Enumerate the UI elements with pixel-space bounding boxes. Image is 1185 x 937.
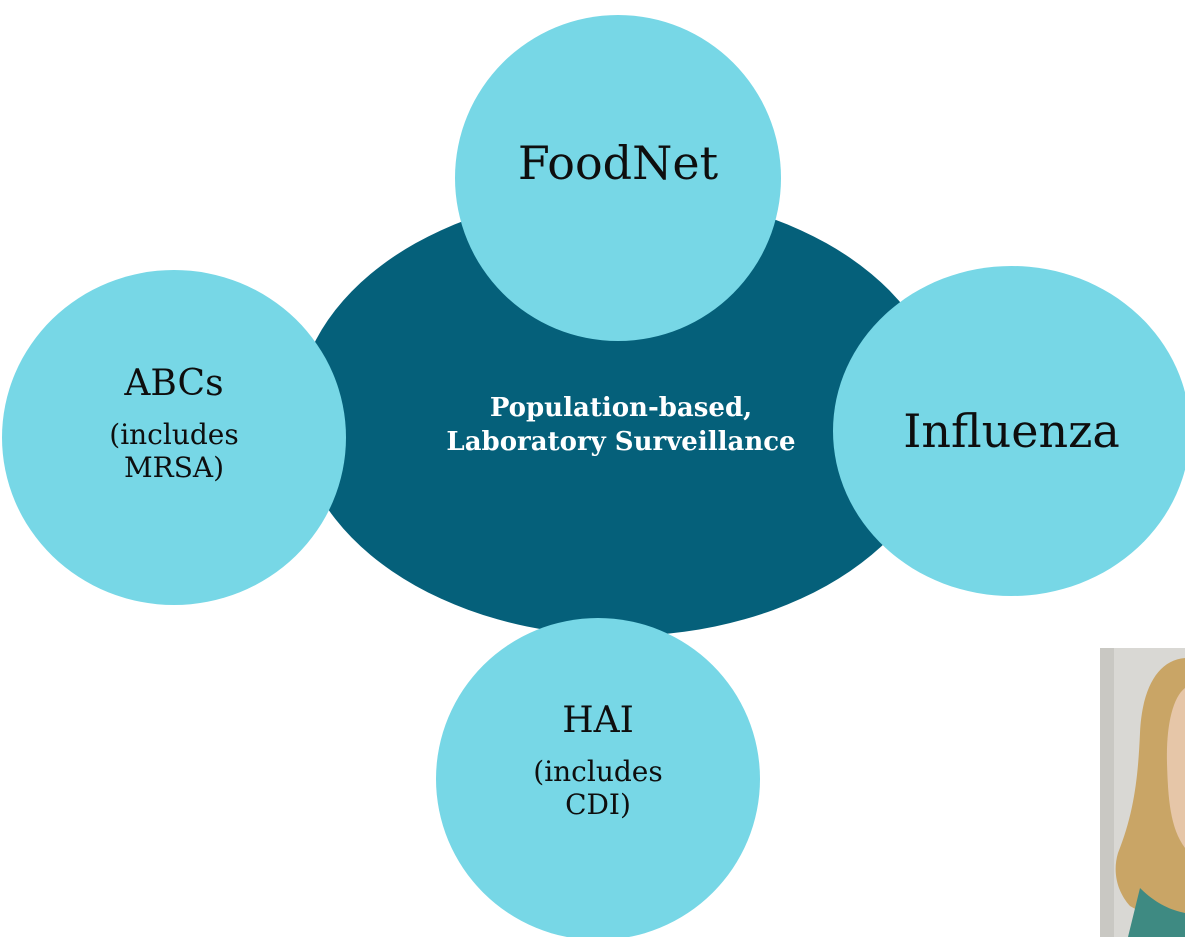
node-hai-sublabel: (includes CDI) xyxy=(533,755,663,821)
node-abcs: ABCs (includes MRSA) xyxy=(2,270,346,605)
node-hai: HAI (includes CDI) xyxy=(436,618,760,937)
presenter-photo-image xyxy=(1100,648,1185,937)
node-abcs-label: ABCs xyxy=(124,362,224,404)
node-foodnet-label: FoodNet xyxy=(517,136,719,190)
node-foodnet: FoodNet xyxy=(455,15,781,341)
node-influenza-label: Influenza xyxy=(903,404,1120,458)
center-title: Population-based, Laboratory Surveillanc… xyxy=(446,392,796,457)
presenter-photo xyxy=(1100,648,1185,937)
node-hai-label: HAI xyxy=(562,700,634,741)
node-influenza: Influenza xyxy=(833,266,1185,596)
node-abcs-sublabel: (includes MRSA) xyxy=(109,417,239,484)
